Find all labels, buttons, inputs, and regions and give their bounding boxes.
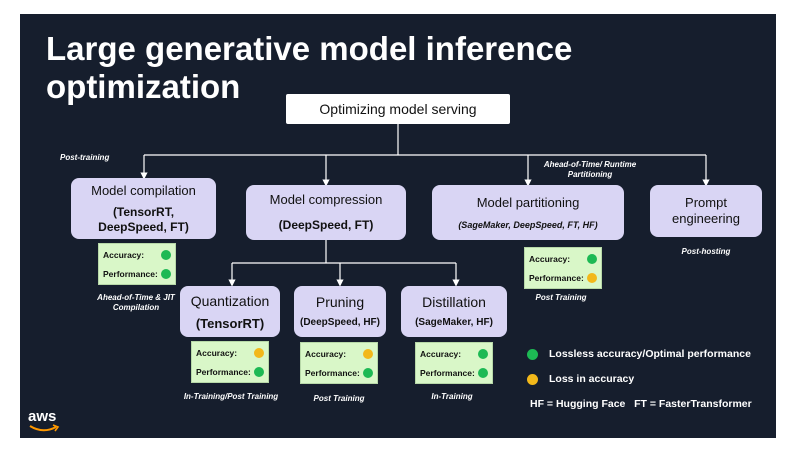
accuracy-indicator xyxy=(161,250,171,260)
aws-logo-text: aws xyxy=(28,408,57,425)
accuracy-indicator xyxy=(254,348,264,358)
slide: Large generative model inference optimiz… xyxy=(20,14,776,438)
accuracy-indicator xyxy=(587,254,597,264)
quantization-box: Quantization (TensorRT) xyxy=(180,286,280,337)
model-partitioning-sub: (SageMaker, DeepSpeed, FT, HF) xyxy=(458,219,598,230)
legend-abbreviations: HF = Hugging Face FT = FasterTransformer xyxy=(530,398,752,410)
model-compilation-sub-2: DeepSpeed, FT) xyxy=(98,219,189,234)
legend-green-dot xyxy=(527,349,538,360)
prompt-engineering-title-2: engineering xyxy=(672,211,740,226)
accuracy-label: Accuracy: xyxy=(529,254,571,264)
root-node: Optimizing model serving xyxy=(286,94,510,124)
pruning-box: Pruning (DeepSpeed, HF) xyxy=(294,286,386,337)
performance-label: Performance: xyxy=(196,367,251,377)
distillation-caption: In-Training xyxy=(431,392,473,401)
post-hosting-label: Post-hosting xyxy=(681,247,731,256)
performance-indicator xyxy=(363,368,373,378)
compilation-metrics-card: Accuracy: Performance: xyxy=(98,243,176,285)
prompt-engineering-box: Prompt engineering xyxy=(650,185,762,237)
model-compression-box: Model compression (DeepSpeed, FT) xyxy=(246,185,406,240)
slide-title: Large generative model inference optimiz… xyxy=(46,30,606,106)
connector-lines xyxy=(140,124,710,287)
performance-label: Performance: xyxy=(305,368,360,378)
accuracy-indicator xyxy=(363,349,373,359)
partitioning-metrics-card: Accuracy: Performance: xyxy=(524,247,602,289)
legend-green-label: Lossless accuracy/Optimal performance xyxy=(549,348,751,360)
ahead-runtime-label: Ahead-of-Time/ Runtime Partitioning xyxy=(520,160,660,180)
accuracy-label: Accuracy: xyxy=(305,349,347,359)
accuracy-label: Accuracy: xyxy=(420,349,462,359)
performance-label: Performance: xyxy=(103,269,158,279)
model-compression-sub: (DeepSpeed, FT) xyxy=(278,218,374,232)
performance-label: Performance: xyxy=(529,273,584,283)
distillation-sub: (SageMaker, HF) xyxy=(415,317,493,328)
performance-indicator xyxy=(161,269,171,279)
distillation-title: Distillation xyxy=(422,294,486,310)
aws-smile-icon xyxy=(29,424,60,432)
performance-indicator xyxy=(587,273,597,283)
prompt-engineering-title-1: Prompt xyxy=(685,195,727,210)
model-compression-title: Model compression xyxy=(269,192,383,207)
pruning-caption: Post Training xyxy=(313,394,365,403)
distillation-box: Distillation (SageMaker, HF) xyxy=(401,286,507,337)
accuracy-label: Accuracy: xyxy=(196,348,238,358)
ahead-runtime-line-1: Ahead-of-Time/ Runtime xyxy=(543,160,637,169)
accuracy-indicator xyxy=(478,349,488,359)
legend-yellow-dot xyxy=(527,374,538,385)
quantization-title: Quantization xyxy=(190,292,270,309)
ahead-jit-label: Ahead-of-Time & JIT Compilation xyxy=(84,293,188,313)
model-compilation-sub-1: (TensorRT, xyxy=(112,204,175,219)
quantization-caption: In-Training/Post Training xyxy=(183,392,279,401)
quantization-sub: (TensorRT) xyxy=(195,315,265,331)
pruning-title: Pruning xyxy=(315,294,365,310)
pruning-sub: (DeepSpeed, HF) xyxy=(299,317,380,328)
model-compilation-title: Model compilation xyxy=(91,182,196,198)
title-line-1: Large generative model inference xyxy=(46,30,573,67)
ahead-jit-line-1: Ahead-of-Time & JIT xyxy=(97,293,175,302)
model-partitioning-title: Model partitioning xyxy=(476,194,580,210)
legend-yellow-label: Loss in accuracy xyxy=(549,373,635,385)
model-compilation-box: Model compilation (TensorRT, DeepSpeed, … xyxy=(71,178,216,239)
model-partitioning-box: Model partitioning (SageMaker, DeepSpeed… xyxy=(432,185,624,240)
pruning-metrics-card: Accuracy: Performance: xyxy=(300,342,378,384)
partitioning-post-training-label: Post Training xyxy=(535,293,587,302)
ahead-runtime-line-2: Partitioning xyxy=(567,170,613,179)
performance-indicator xyxy=(478,368,488,378)
performance-indicator xyxy=(254,367,264,377)
distillation-metrics-card: Accuracy: Performance: xyxy=(415,342,493,384)
performance-label: Performance: xyxy=(420,368,475,378)
accuracy-label: Accuracy: xyxy=(103,250,145,260)
ahead-jit-line-2: Compilation xyxy=(112,303,160,312)
quantization-metrics-card: Accuracy: Performance: xyxy=(191,341,269,383)
title-line-2: optimization xyxy=(46,68,241,105)
post-training-label: Post-training xyxy=(60,153,110,162)
